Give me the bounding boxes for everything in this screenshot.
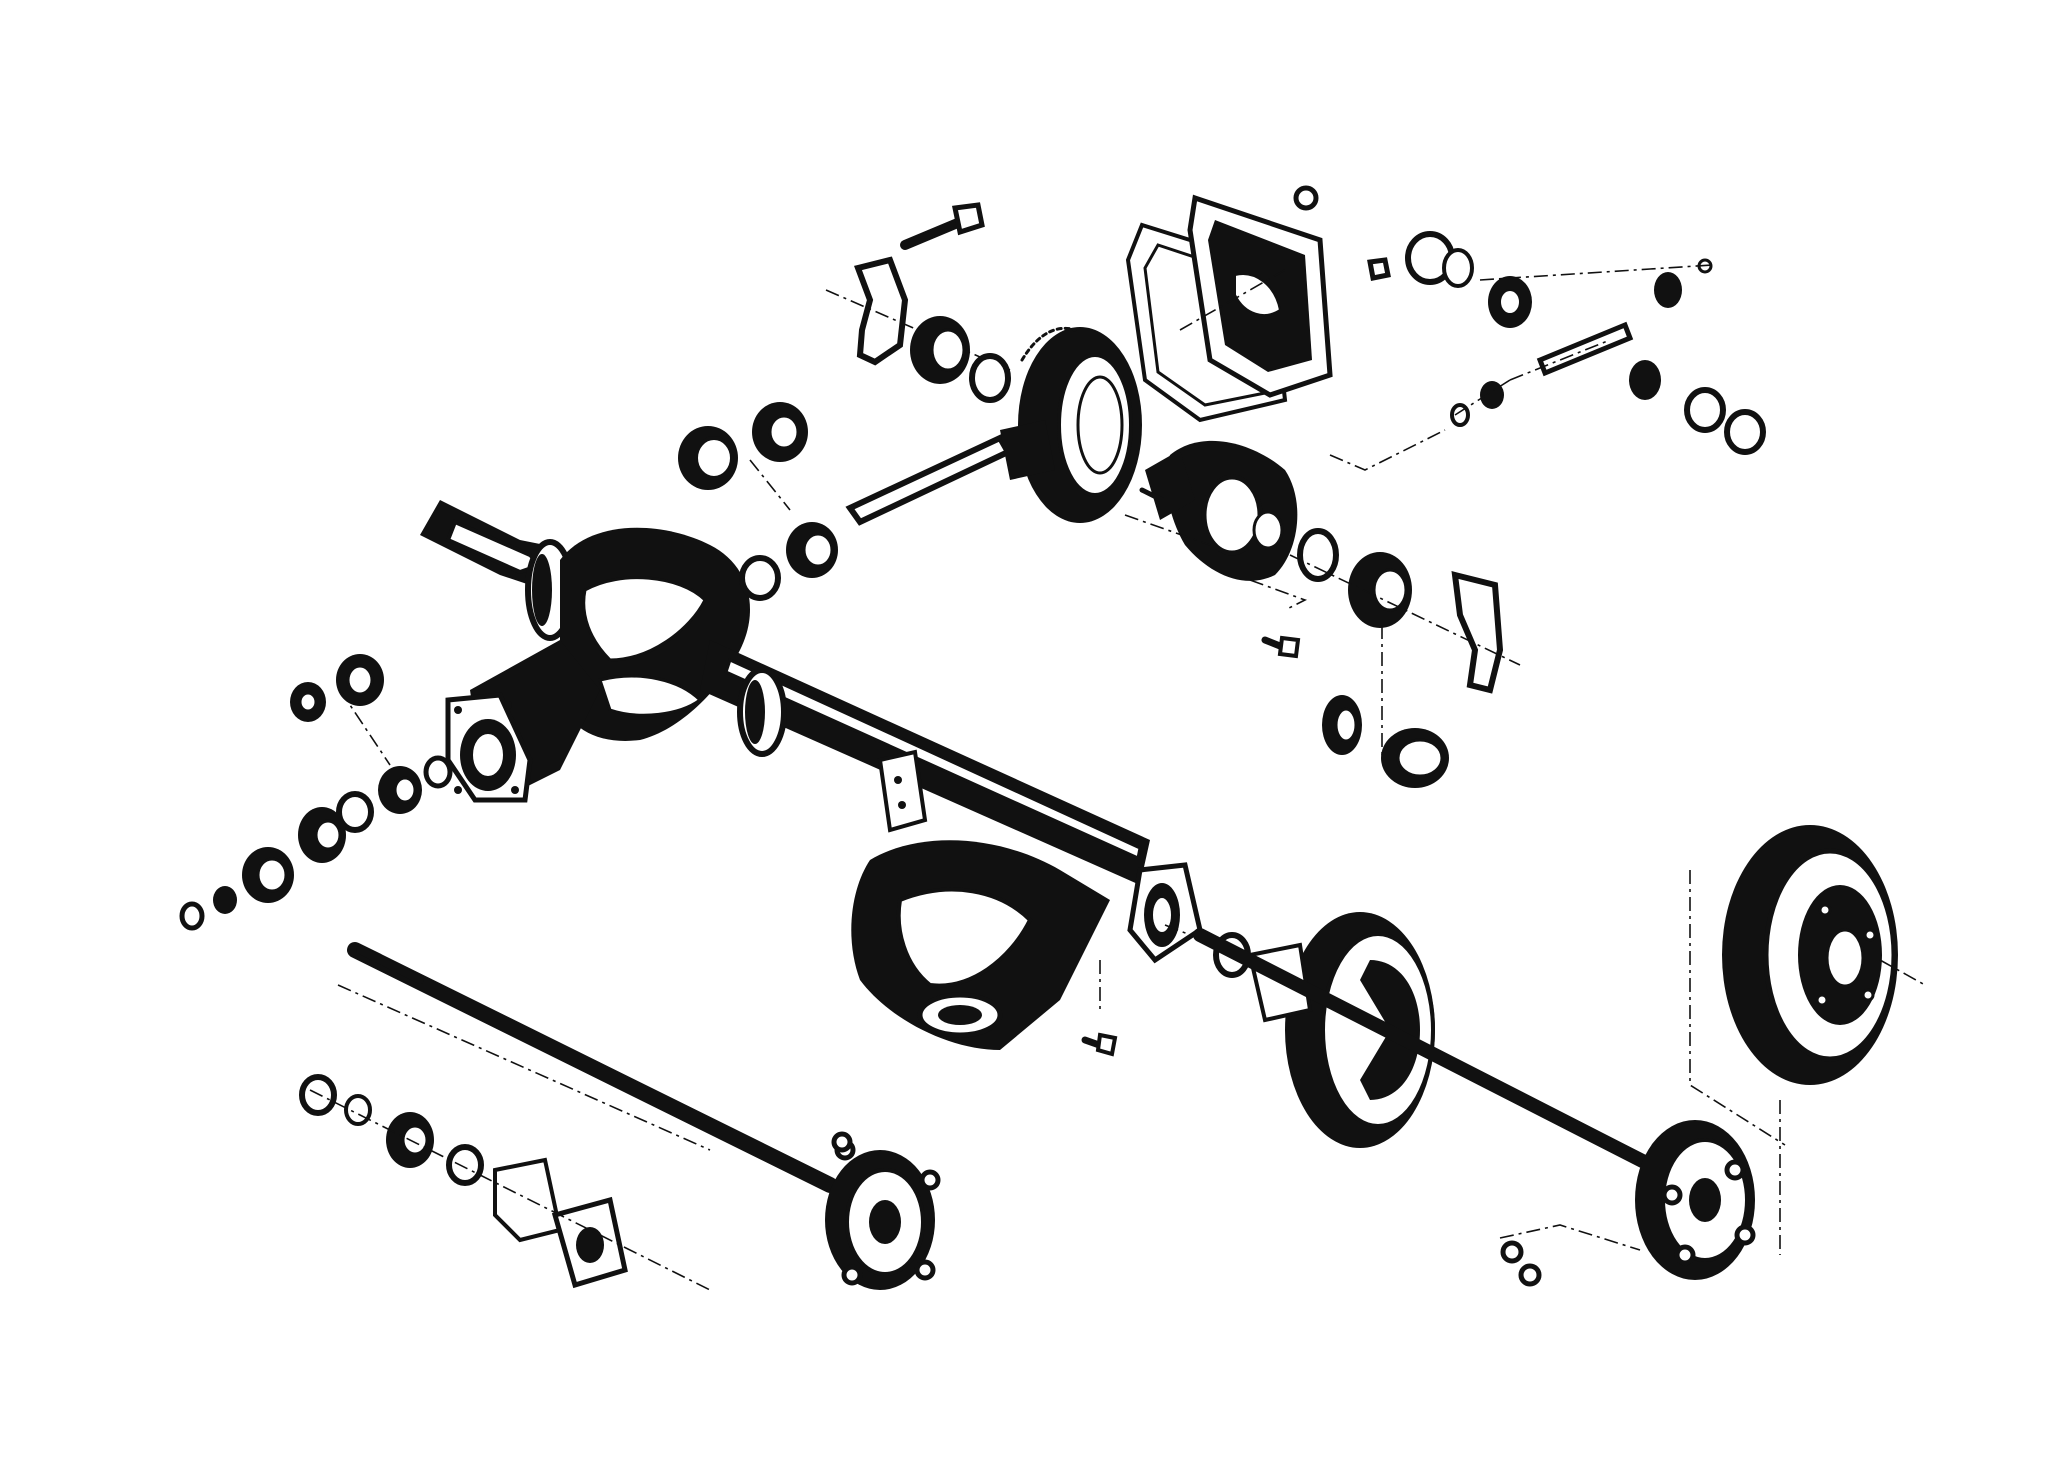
bearing-cap-bolt-upper <box>900 202 985 250</box>
side-gear-set <box>1329 231 1766 471</box>
wheel-nuts <box>1499 1224 1641 1287</box>
crown-wheel <box>1018 326 1142 523</box>
pinion-shaft-pin <box>1139 487 1165 503</box>
hub-flange-right <box>1635 1120 1756 1280</box>
half-shaft-right <box>1193 928 1756 1280</box>
companion-flange-group <box>179 654 453 931</box>
brake-backing-plate <box>1285 912 1435 1148</box>
housing-bolt-lower <box>1081 1032 1118 1057</box>
pinion-rear-bearing-cup <box>1381 728 1449 788</box>
differential-case <box>1145 440 1298 581</box>
side-shim <box>1297 528 1339 582</box>
differential-rear-cover <box>1187 194 1333 398</box>
carrier-bearing-right <box>1348 552 1412 628</box>
pinion-spacer-bearing <box>786 522 838 578</box>
pinion-bearing-inner <box>752 402 808 462</box>
cover-drain-plug <box>1293 185 1319 211</box>
hub-flange-left <box>825 1139 941 1290</box>
pinion-rear-bearing <box>1322 695 1362 755</box>
pinion-bearing-outer <box>678 426 738 490</box>
stud-left <box>831 1131 853 1153</box>
shim-upper <box>969 353 1011 403</box>
brake-drum <box>1722 825 1898 1085</box>
pinion-shim <box>739 555 781 601</box>
drive-pinion <box>845 420 1055 526</box>
pinion-mounting-flange <box>445 692 533 803</box>
hub-bearing-parts-left <box>299 1074 628 1289</box>
axle-housing <box>420 500 1203 1050</box>
half-shaft-left <box>347 942 941 1290</box>
cap-bolt-lower <box>1261 635 1301 659</box>
carrier-bearing-upper <box>910 316 970 384</box>
bearing-cap-upper <box>854 256 909 366</box>
bearing-cap-right <box>1451 571 1504 694</box>
cover-bolt <box>1367 257 1391 281</box>
